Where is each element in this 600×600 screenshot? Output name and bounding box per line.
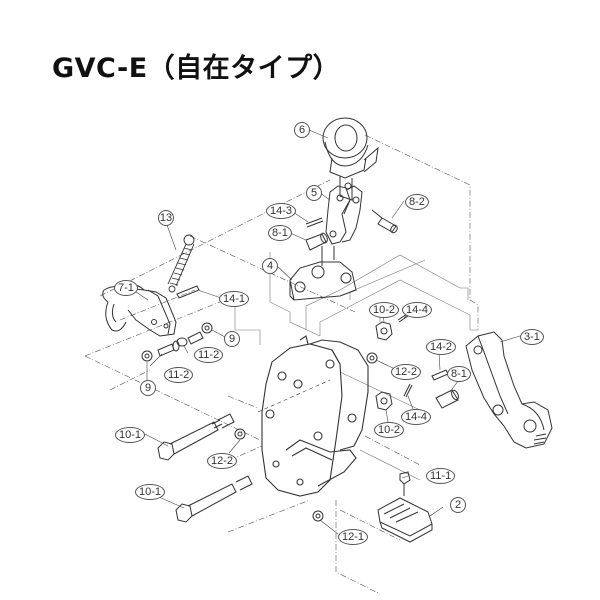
parts-10-2-12-2-14-4 [366, 311, 413, 411]
part-label-10-1-lower: 10-1 [135, 484, 166, 500]
part-label-10-2-upper: 10-2 [369, 302, 400, 318]
part-label-14-1: 14-1 [219, 291, 250, 307]
part-12-1-nut [312, 510, 324, 522]
part-2-jaw-pad [377, 497, 433, 543]
part-label-4: 4 [262, 258, 278, 274]
part-14-1-pin [176, 285, 200, 299]
part-label-6: 6 [294, 122, 310, 138]
part-label-10-1-upper: 10-1 [115, 427, 146, 443]
part-label-5: 5 [306, 185, 322, 201]
part-8-1-pin-upper [305, 232, 328, 251]
part-label-13: 13 [158, 210, 174, 226]
part-3-1-cam [465, 331, 553, 449]
part-label-11-2-right: 11-2 [194, 347, 224, 363]
part-label-12-1: 12-1 [338, 529, 369, 545]
part-label-10-2-lower: 10-2 [374, 422, 405, 438]
part-label-11-2-left: 11-2 [164, 367, 194, 383]
part-12-2-nut-left [234, 428, 246, 440]
part-label-14-3: 14-3 [266, 203, 297, 219]
part-4-swivel-block [289, 246, 357, 301]
part-label-14-2: 14-2 [426, 339, 457, 355]
part-label-9-upper: 9 [224, 331, 240, 347]
part-label-14-4-lower: 14-4 [401, 409, 432, 425]
part-7-1-handle [102, 284, 177, 337]
part-10-1-bolt-upper [157, 413, 235, 461]
part-label-11-1: 11-1 [426, 468, 456, 484]
part-label-2: 2 [450, 497, 466, 513]
part-label-8-1-upper: 8-1 [268, 225, 292, 241]
main-body [257, 335, 369, 497]
part-label-14-4-upper: 14-4 [402, 302, 433, 318]
part-10-1-bolt-lower [175, 475, 253, 523]
part-5-link [325, 185, 363, 245]
part-label-8-1-right: 8-1 [447, 366, 471, 382]
leader-lines [132, 129, 521, 535]
part-label-12-2-left: 12-2 [207, 453, 238, 469]
part-label-9-lower: 9 [140, 380, 156, 396]
part-label-3-1: 3-1 [520, 329, 544, 345]
part-13-spring [167, 234, 195, 293]
parts-9-11-2-fasteners [141, 322, 213, 362]
part-14-3-pin [305, 217, 324, 228]
part-label-8-2: 8-2 [405, 194, 429, 210]
page-title: GVC-E（自在タイプ） [52, 53, 341, 84]
part-label-7-1: 7-1 [114, 280, 138, 296]
part-11-1-bolt [399, 471, 411, 496]
part-label-12-2-right: 12-2 [391, 364, 422, 380]
part-8-2-pin [371, 209, 398, 234]
